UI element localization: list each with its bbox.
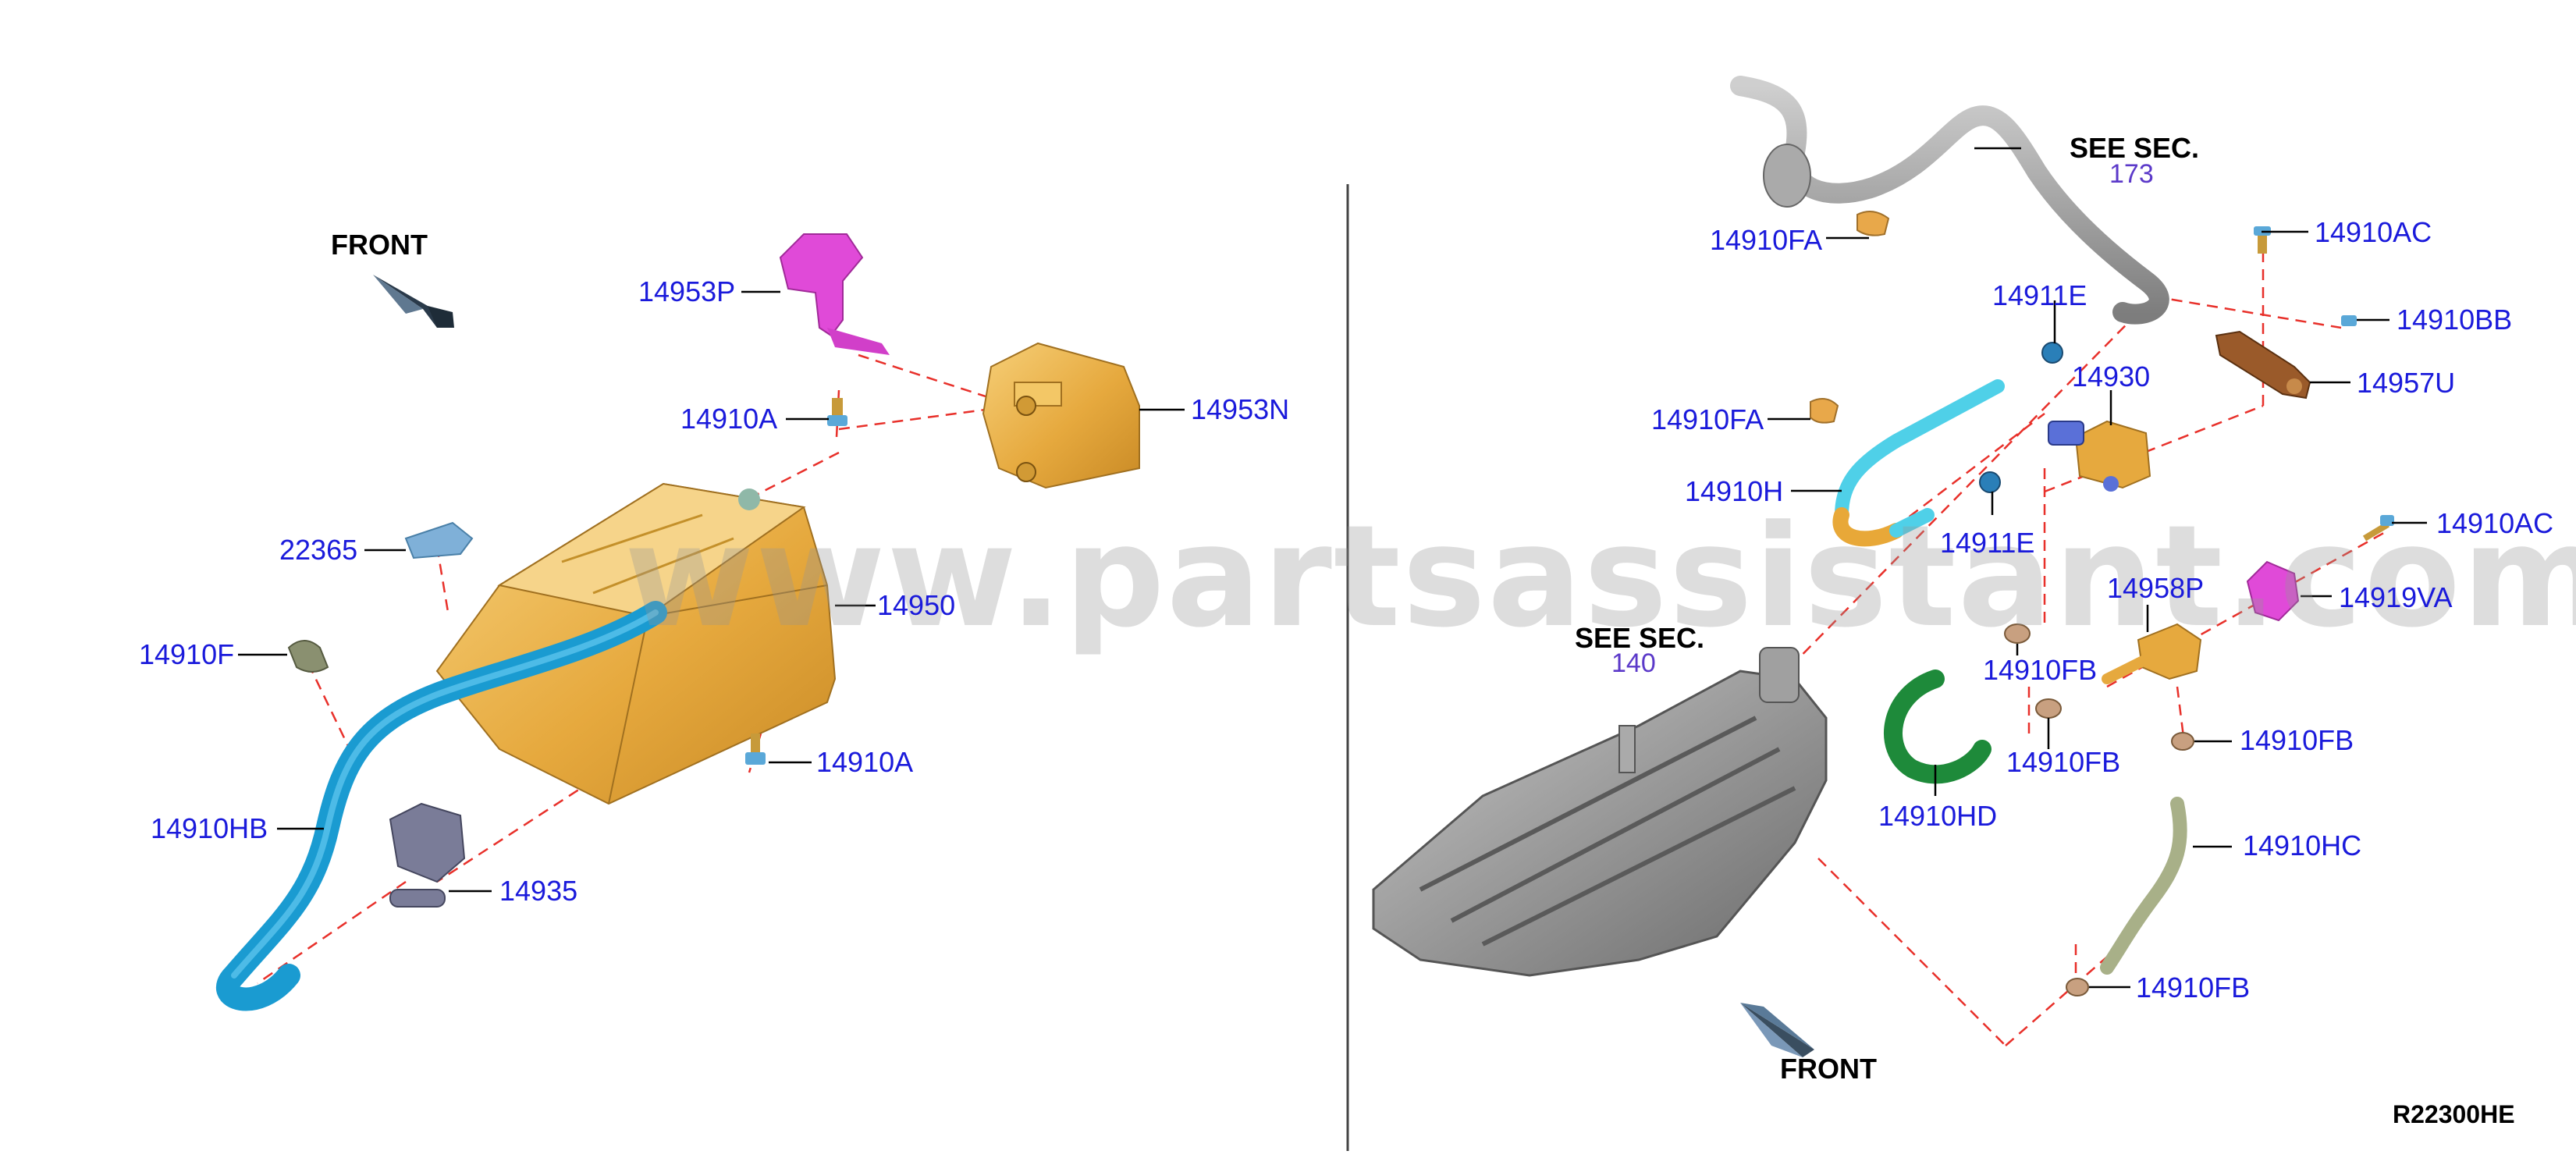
bolt-14910A-bottom-shape bbox=[745, 734, 766, 765]
clip-14910F-shape bbox=[287, 640, 329, 673]
pipe-sec-173-shape bbox=[1730, 76, 2169, 325]
part-label-14910FA-mid[interactable]: 14910FA bbox=[1651, 403, 1764, 435]
part-label-14911E-top[interactable]: 14911E bbox=[1992, 279, 2087, 311]
clip-14910FA-top-shape bbox=[1856, 211, 1890, 236]
bolt-14910AC-top-shape bbox=[2254, 226, 2271, 254]
clamp-14911E-bottom-shape bbox=[1979, 471, 2001, 493]
front-label-left: FRONT bbox=[331, 229, 428, 261]
part-label-14910AC-bottom[interactable]: 14910AC bbox=[2436, 507, 2554, 539]
clamp-14911E-top-shape bbox=[2041, 342, 2063, 364]
bracket-14953P-shape bbox=[779, 233, 890, 355]
part-label-14910FB-2[interactable]: 14910FB bbox=[2006, 746, 2121, 778]
clip-14910FB-1-shape bbox=[2004, 623, 2031, 644]
part-14953N-shape bbox=[982, 342, 1140, 489]
part-label-14911E-bottom[interactable]: 14911E bbox=[1940, 527, 2035, 559]
part-14930-shape bbox=[2048, 420, 2151, 492]
hose-14910HC-shape bbox=[2100, 797, 2187, 975]
part-label-14910FA-top[interactable]: 14910FA bbox=[1710, 224, 1823, 256]
part-label-14910HC[interactable]: 14910HC bbox=[2243, 829, 2362, 861]
clip-14910FB-3-shape bbox=[2171, 732, 2194, 751]
see-sec-top-label: SEE SEC. bbox=[2070, 132, 2200, 164]
part-label-14950[interactable]: 14950 bbox=[877, 589, 956, 621]
see-sec-mid-number[interactable]: 140 bbox=[1611, 648, 1656, 678]
part-label-14910FB-1[interactable]: 14910FB bbox=[1983, 654, 2098, 686]
part-22365-shape bbox=[404, 521, 474, 559]
part-label-14910HB[interactable]: 14910HB bbox=[151, 812, 268, 844]
part-label-14930[interactable]: 14930 bbox=[2072, 361, 2151, 393]
part-label-22365[interactable]: 22365 bbox=[279, 534, 358, 566]
bolt-14910AC-bottom-shape bbox=[2362, 515, 2394, 542]
part-label-14935[interactable]: 14935 bbox=[499, 875, 578, 907]
leader-lines-left bbox=[238, 290, 1185, 893]
part-14935-shape bbox=[389, 802, 466, 908]
see-sec-mid-label: SEE SEC. bbox=[1575, 622, 1705, 654]
part-label-14910A-bottom[interactable]: 14910A bbox=[816, 746, 914, 778]
leader-lines-right bbox=[1768, 147, 2427, 989]
clip-14910FA-mid-shape bbox=[1810, 398, 1839, 424]
hose-14910HD-shape bbox=[1884, 670, 1992, 784]
part-label-14910A-top[interactable]: 14910A bbox=[680, 403, 778, 435]
hose-14910H-shape bbox=[1832, 379, 2005, 547]
clip-14910FB-2-shape bbox=[2035, 698, 2062, 719]
front-arrow-right-icon bbox=[1740, 1003, 1814, 1057]
front-arrow-left-icon bbox=[373, 275, 454, 328]
part-label-14919VA[interactable]: 14919VA bbox=[2339, 581, 2453, 613]
bolt-14910A-top-shape bbox=[827, 398, 847, 426]
front-label-right: FRONT bbox=[1780, 1053, 1877, 1085]
part-label-14910FB-4[interactable]: 14910FB bbox=[2136, 972, 2251, 1003]
part-label-14953N[interactable]: 14953N bbox=[1191, 393, 1290, 425]
clip-14910FB-4-shape bbox=[2066, 978, 2089, 996]
part-label-14910HD[interactable]: 14910HD bbox=[1878, 800, 1998, 832]
part-label-14953P[interactable]: 14953P bbox=[638, 275, 736, 307]
diagram-code: R22300HE bbox=[2393, 1100, 2515, 1128]
part-label-14958P[interactable]: 14958P bbox=[2107, 572, 2205, 604]
bracket-14957U-shape bbox=[2215, 330, 2311, 400]
part-label-14910AC-top[interactable]: 14910AC bbox=[2315, 216, 2432, 248]
part-label-14910F[interactable]: 14910F bbox=[139, 638, 235, 670]
part-label-14910BB[interactable]: 14910BB bbox=[2397, 304, 2513, 336]
part-label-14910H[interactable]: 14910H bbox=[1685, 475, 1784, 507]
intake-manifold-sec-140-shape bbox=[1372, 647, 1828, 977]
part-14958P-shape bbox=[2102, 623, 2202, 684]
part-label-14957U[interactable]: 14957U bbox=[2357, 367, 2456, 399]
canister-14950-shape bbox=[435, 482, 837, 805]
bolt-14910BB-shape bbox=[2341, 315, 2357, 326]
part-14919VA-shape bbox=[2246, 560, 2300, 622]
dashed-guides-right bbox=[1739, 234, 2389, 1046]
part-label-14910FB-3[interactable]: 14910FB bbox=[2240, 724, 2354, 756]
see-sec-top-number[interactable]: 173 bbox=[2109, 159, 2154, 189]
